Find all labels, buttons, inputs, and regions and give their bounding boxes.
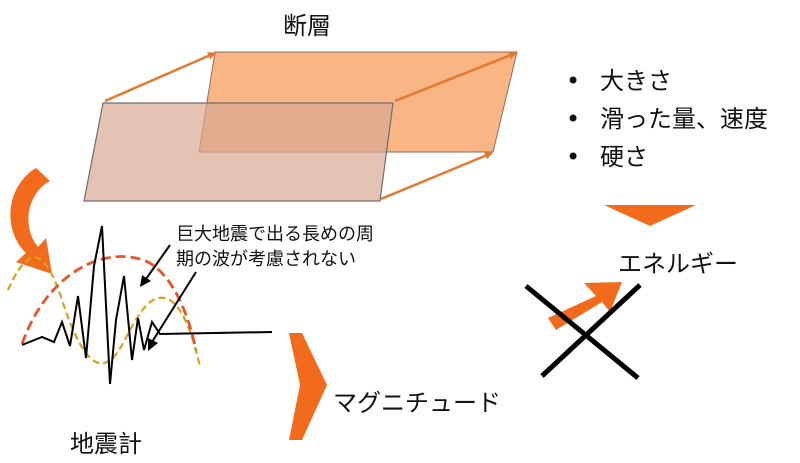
note-pointer-arrow-2 [151, 271, 197, 343]
seismogram-trace [21, 225, 273, 385]
long-period-note-line-1: 巨大地震で出る長めの周 [176, 224, 374, 245]
cross-line-1 [524, 284, 640, 380]
slip-arrow-bottom-right [380, 151, 493, 201]
note-pointer-arrow-1 [145, 244, 171, 280]
factor-hardness: 硬さ [566, 138, 768, 176]
long-period-wave-yellow [6, 256, 202, 367]
note-pointer-arrowhead-1 [140, 275, 151, 287]
arrow-to-magnitude [289, 333, 327, 440]
long-period-note: 巨大地震で出る長めの周 期の波が考慮されない [176, 222, 374, 272]
curved-arrow-to-seismometer [10, 168, 52, 274]
fault-factor-list: 大きさ 滑った量、速度 硬さ [566, 62, 768, 176]
factor-size: 大きさ [566, 62, 768, 100]
energy-label: エネルギー [618, 250, 738, 278]
fault-label: 断層 [283, 12, 331, 40]
cross-line-2 [540, 283, 642, 378]
magnitude-label: マグニチュード [333, 389, 501, 417]
arrow-to-energy [604, 205, 696, 226]
factor-slip-amount-speed: 滑った量、速度 [566, 100, 768, 138]
slip-arrow-top-left [104, 51, 216, 103]
long-period-note-line-2: 期の波が考慮されない [176, 249, 356, 270]
crossed-arrow-to-energy [548, 282, 622, 330]
seismometer-label: 地震計 [70, 430, 142, 458]
fault-front-slab [83, 102, 394, 202]
long-period-wave-red [20, 255, 198, 351]
slip-arrow-top-right [394, 51, 517, 103]
note-pointer-arrowhead-2 [148, 338, 158, 351]
